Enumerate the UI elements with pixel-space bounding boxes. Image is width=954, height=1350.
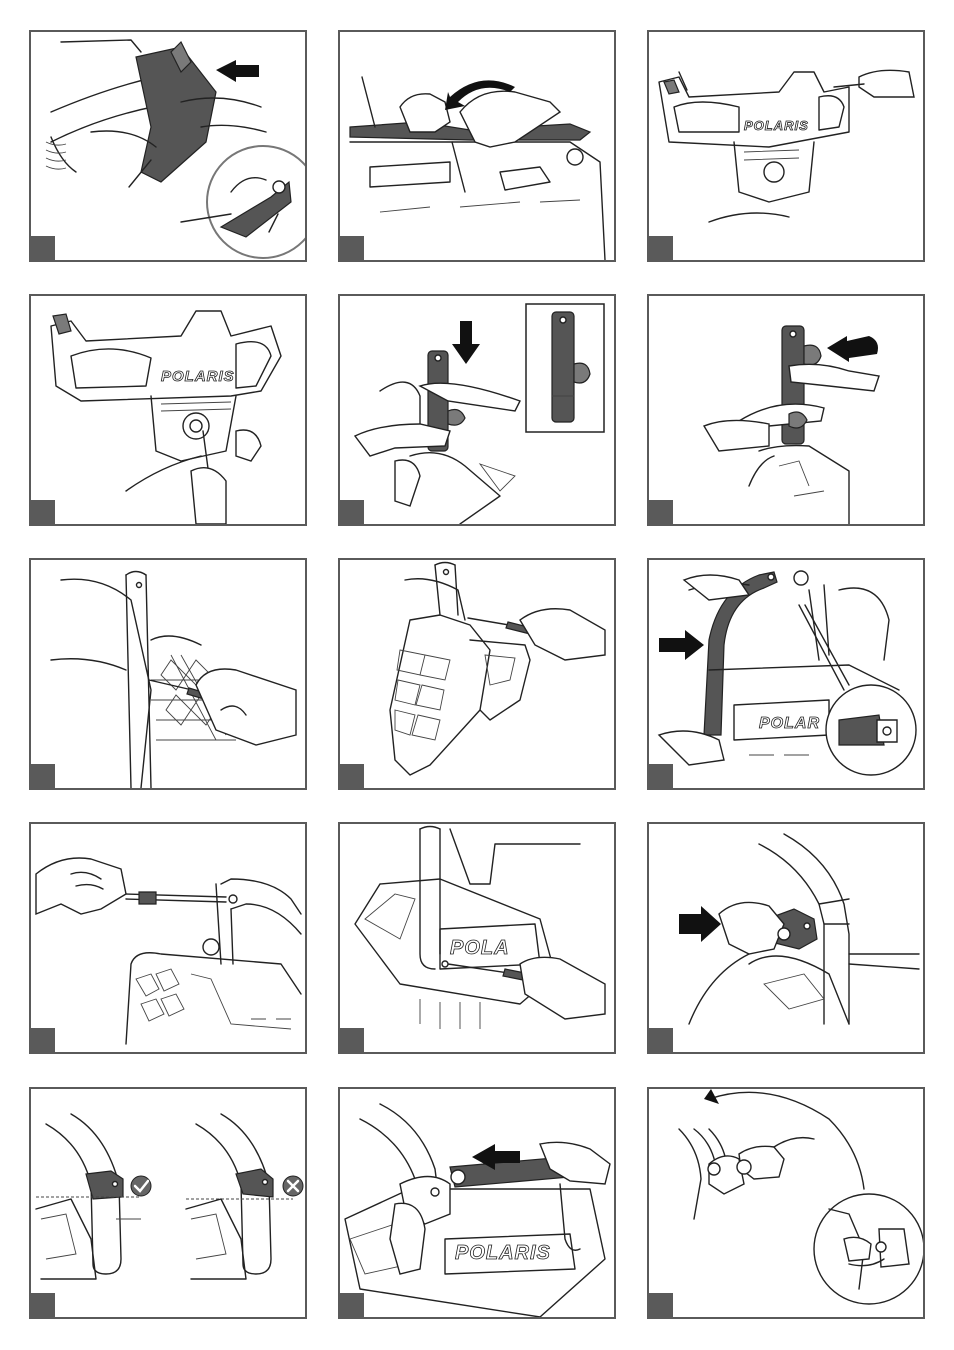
panel-step-8 [338, 558, 616, 790]
arrow-icon [659, 630, 704, 660]
step-marker [340, 236, 364, 260]
illustration-slide-bar: POLARIS [340, 1089, 614, 1317]
illustration-unscrew-bracket: POLARIS [649, 32, 923, 260]
panel-step-5 [338, 294, 616, 526]
panel-step-12 [647, 822, 925, 1054]
polaris-logo: POLA [450, 937, 510, 959]
step-marker [31, 1028, 55, 1052]
step-marker [31, 500, 55, 524]
panel-step-9: POLAR [647, 558, 925, 790]
illustration-attach-front-bar: POLAR [649, 560, 923, 788]
illustration-release-clip [340, 32, 614, 260]
step-marker [340, 1028, 364, 1052]
arrow-icon [827, 336, 878, 362]
incorrect-alignment-example [186, 1114, 303, 1279]
illustration-cap-alignment-comparison [31, 1089, 305, 1317]
panel-step-1 [29, 30, 307, 262]
illustration-screw-bar-joint [31, 824, 305, 1052]
step-marker [649, 1028, 673, 1052]
panel-step-14: POLARIS [338, 1087, 616, 1319]
illustration-screw-tube-top [340, 560, 614, 788]
step-marker [649, 500, 673, 524]
step-marker [649, 1293, 673, 1317]
panel-step-4: POLARIS [29, 294, 307, 526]
step-marker [31, 236, 55, 260]
arrow-icon [216, 60, 259, 82]
illustration-remove-seat-panel [31, 32, 305, 260]
correct-alignment-example [36, 1114, 151, 1279]
step-marker [340, 500, 364, 524]
panel-step-13 [29, 1087, 307, 1319]
illustration-screw-tube-side [31, 560, 305, 788]
illustration-insert-tube [340, 296, 614, 524]
polaris-logo: POLARIS [455, 1242, 551, 1264]
arrow-icon [679, 906, 721, 942]
panel-step-3: POLARIS [647, 30, 925, 262]
illustration-secure-pin [649, 1089, 923, 1317]
arrow-icon [452, 321, 480, 364]
step-marker [649, 236, 673, 260]
step-marker [340, 1293, 364, 1317]
illustration-screw-bar-base: POLA [340, 824, 614, 1052]
panel-step-11: POLA [338, 822, 616, 1054]
panel-step-15 [647, 1087, 925, 1319]
illustration-rotate-tube [649, 296, 923, 524]
illustration-press-cap [649, 824, 923, 1052]
panel-step-7 [29, 558, 307, 790]
polaris-logo: POLARIS [161, 368, 235, 385]
step-marker [31, 764, 55, 788]
panel-step-10 [29, 822, 307, 1054]
illustration-remove-screw: POLARIS [31, 296, 305, 524]
step-marker [649, 764, 673, 788]
panel-step-2 [338, 30, 616, 262]
step-marker [31, 1293, 55, 1317]
polaris-logo: POLARIS [744, 118, 809, 133]
panel-step-6 [647, 294, 925, 526]
polaris-logo: POLAR [759, 715, 820, 732]
step-marker [340, 764, 364, 788]
